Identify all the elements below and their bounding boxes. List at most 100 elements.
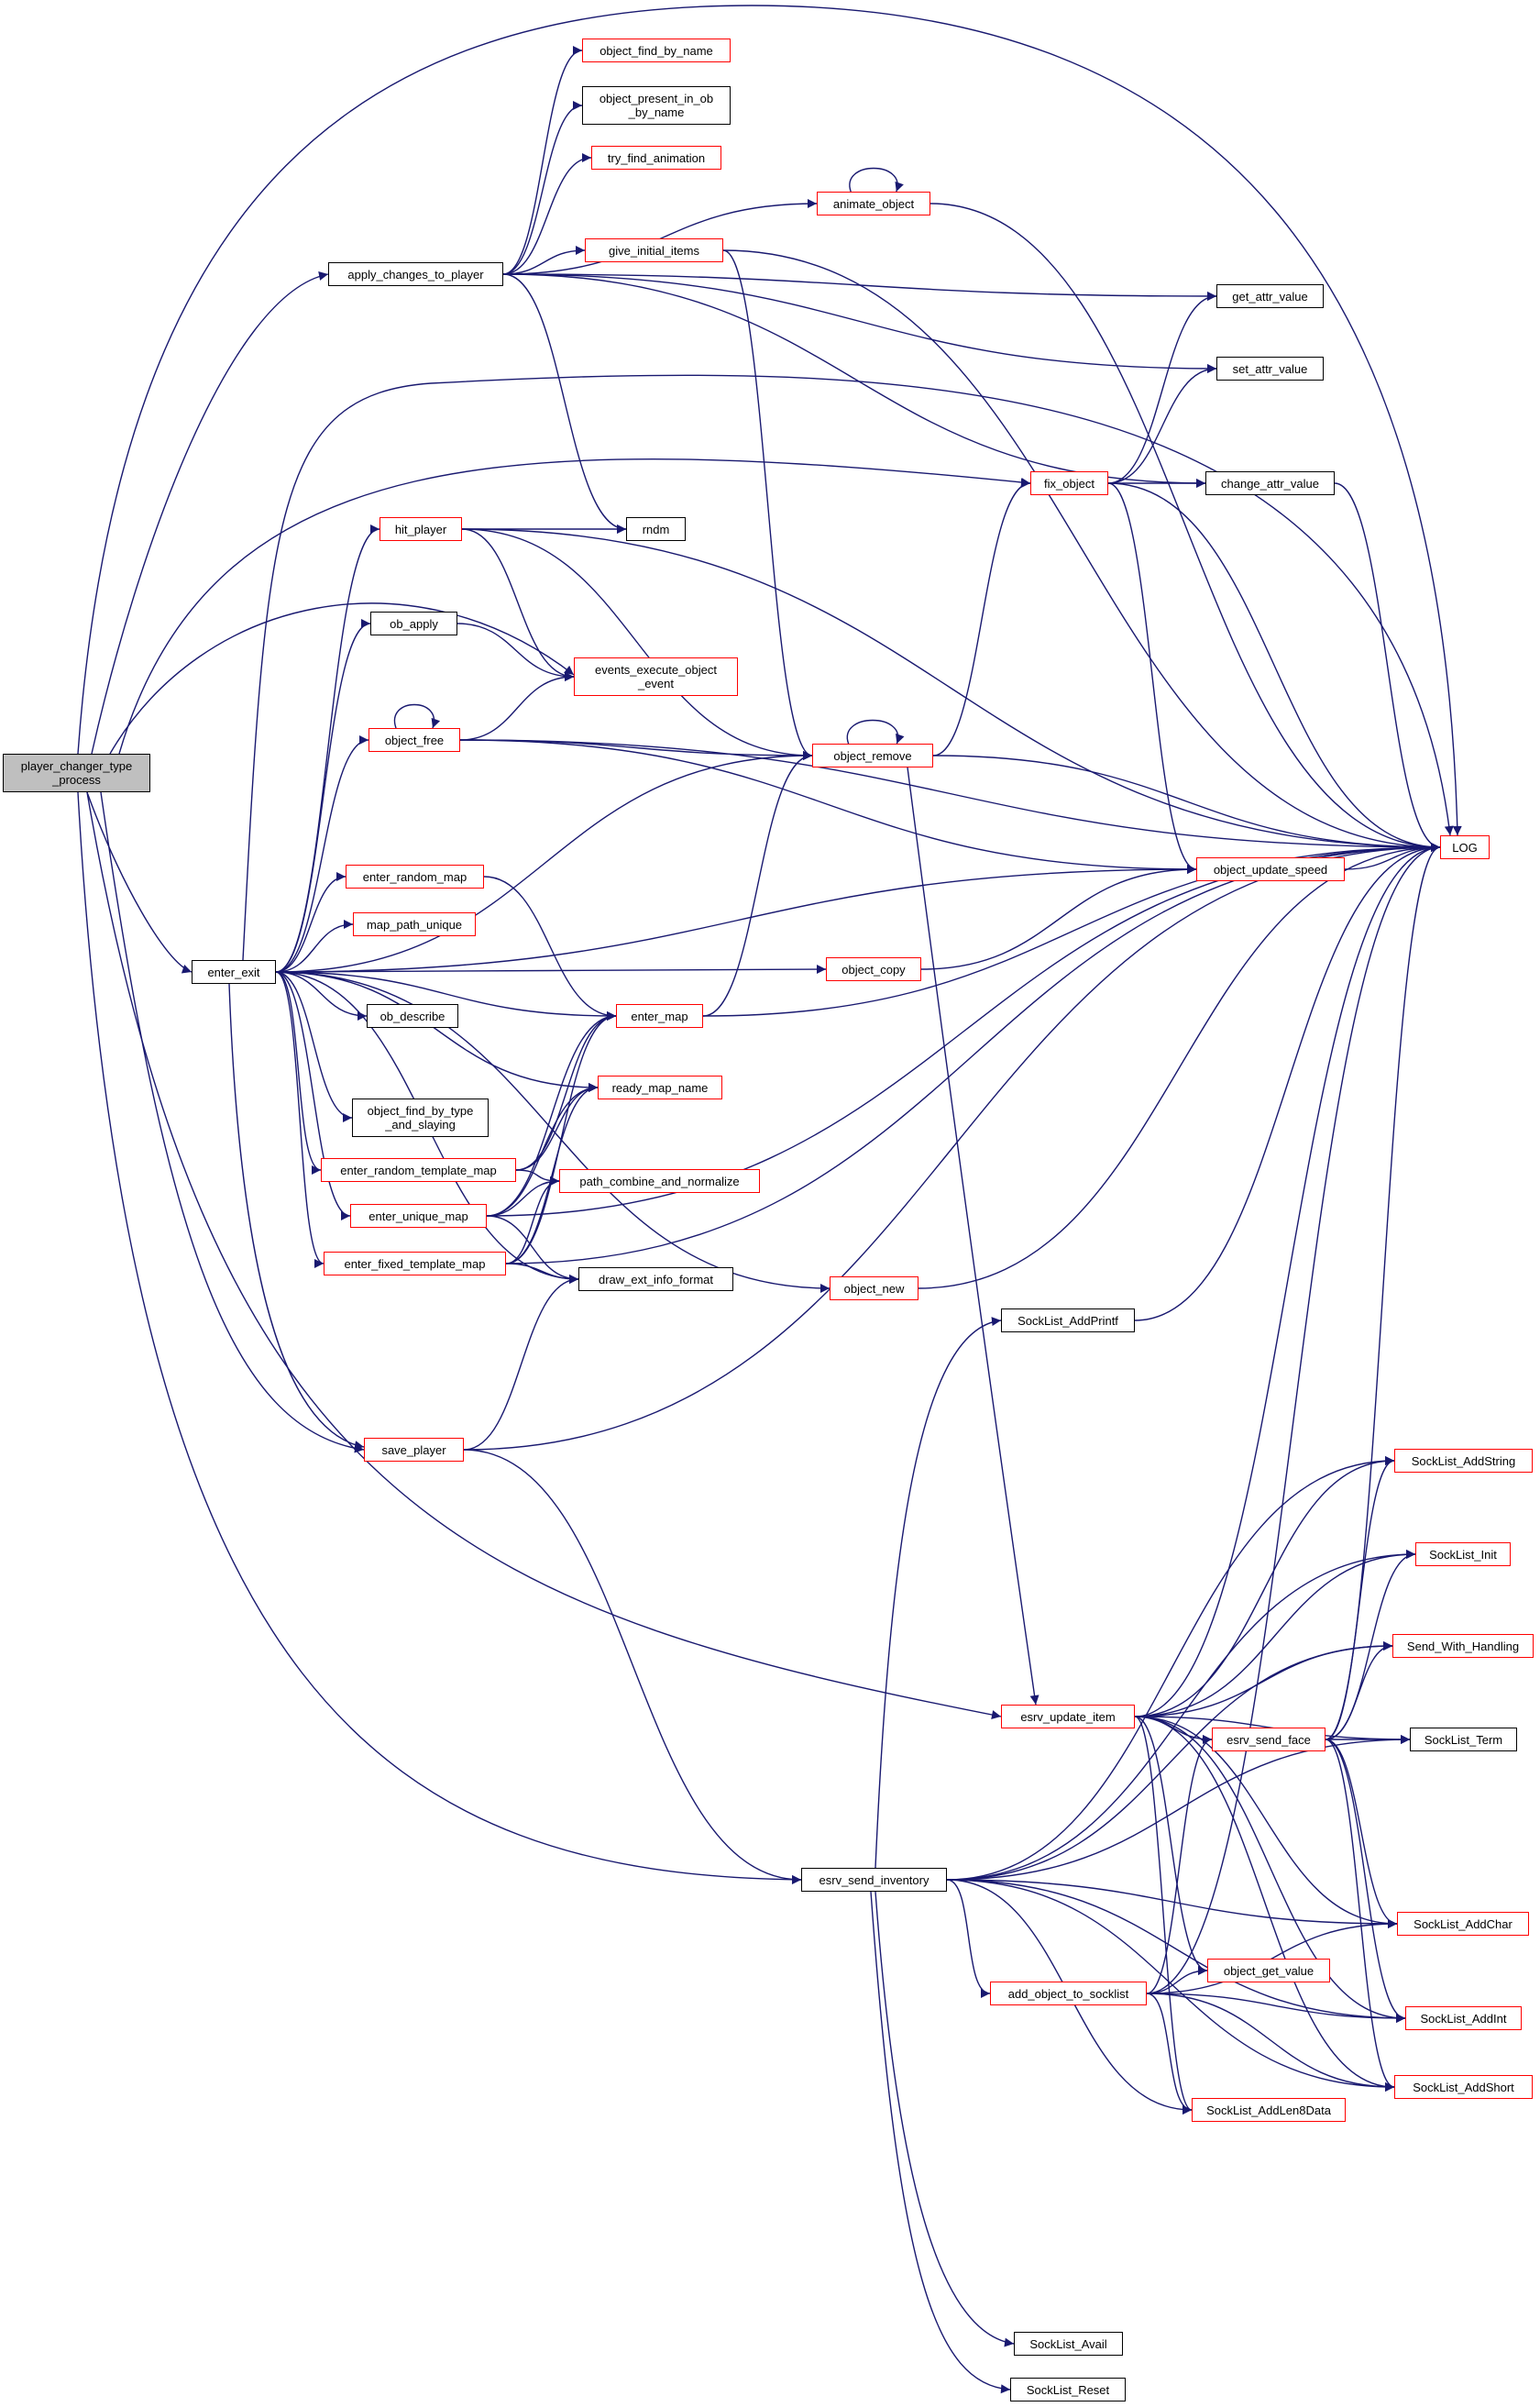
- call-edge: [907, 767, 1040, 1706]
- call-edge: [275, 965, 827, 975]
- call-edge: [505, 843, 1441, 1264]
- call-edge: [456, 623, 575, 681]
- call-edge: [1134, 843, 1441, 1717]
- node-draw-ext-info-format[interactable]: draw_ext_info_format: [578, 1267, 733, 1291]
- node-try-find-animation[interactable]: try_find_animation: [591, 146, 721, 170]
- call-edge: [1134, 1641, 1393, 1717]
- call-edge: [1146, 1993, 1395, 2092]
- call-edge: [1325, 843, 1441, 1740]
- node-esrv-send-inventory[interactable]: esrv_send_inventory: [801, 1868, 947, 1892]
- call-edge: [1325, 1641, 1393, 1740]
- node-send-with-handling[interactable]: Send_With_Handling: [1392, 1634, 1534, 1658]
- call-edge: [275, 971, 368, 1021]
- call-edge: [459, 739, 1197, 874]
- node-player-changer-type-process[interactable]: player_changer_type _process: [3, 754, 150, 792]
- node-object-update-speed[interactable]: object_update_speed: [1196, 857, 1345, 881]
- node-rndm[interactable]: rndm: [626, 517, 686, 541]
- call-edge: [1107, 482, 1441, 852]
- call-edge: [483, 876, 617, 1021]
- call-edge: [846, 719, 905, 745]
- call-edge: [870, 1891, 1011, 2394]
- node-socklist-term[interactable]: SockList_Term: [1410, 1728, 1517, 1751]
- node-object-find-by-name[interactable]: object_find_by_name: [582, 39, 731, 62]
- node-map-path-unique[interactable]: map_path_unique: [353, 912, 476, 936]
- node-object-new[interactable]: object_new: [830, 1276, 918, 1300]
- node-give-initial-items[interactable]: give_initial_items: [585, 238, 723, 262]
- node-animate-object[interactable]: animate_object: [817, 192, 930, 215]
- node-esrv-send-face[interactable]: esrv_send_face: [1212, 1728, 1326, 1751]
- node-enter-map[interactable]: enter_map: [616, 1004, 703, 1028]
- node-ob-describe[interactable]: ob_describe: [367, 1004, 458, 1028]
- node-get-attr-value[interactable]: get_attr_value: [1216, 284, 1324, 308]
- node-fix-object[interactable]: fix_object: [1030, 471, 1108, 495]
- node-socklist-reset[interactable]: SockList_Reset: [1010, 2378, 1126, 2401]
- call-edge: [459, 672, 575, 741]
- node-path-combine-and-normalize[interactable]: path_combine_and_normalize: [559, 1169, 760, 1193]
- call-edge: [1325, 1739, 1395, 2092]
- node-object-find-by-type-and-slaying[interactable]: object_find_by_type _and_slaying: [352, 1099, 489, 1137]
- call-edge: [1146, 1993, 1406, 2023]
- node-esrv-update-item[interactable]: esrv_update_item: [1001, 1705, 1135, 1728]
- call-edge: [918, 843, 1441, 1289]
- call-edge: [77, 5, 1462, 836]
- call-edge: [722, 249, 1441, 852]
- call-edge: [946, 1641, 1393, 1881]
- call-edge: [275, 971, 599, 1092]
- node-set-attr-value[interactable]: set_attr_value: [1216, 357, 1324, 381]
- call-edge: [242, 374, 1454, 961]
- node-socklist-init[interactable]: SockList_Init: [1415, 1542, 1511, 1566]
- call-edge: [1107, 482, 1197, 874]
- call-edge: [275, 735, 369, 973]
- call-edge: [275, 751, 813, 973]
- call-edge: [228, 983, 365, 1451]
- call-edge: [461, 528, 813, 760]
- node-enter-exit[interactable]: enter_exit: [192, 960, 276, 984]
- node-save-player[interactable]: save_player: [364, 1438, 464, 1462]
- node-enter-unique-map[interactable]: enter_unique_map: [350, 1204, 487, 1228]
- node-events-execute-object-event[interactable]: events_execute_object _event: [574, 657, 738, 696]
- node-object-copy[interactable]: object_copy: [826, 957, 921, 981]
- node-enter-fixed-template-map[interactable]: enter_fixed_template_map: [324, 1252, 506, 1275]
- call-edge: [461, 528, 1441, 852]
- call-edge: [275, 971, 351, 1220]
- call-edge: [109, 602, 575, 755]
- call-edge: [100, 791, 365, 1453]
- node-hit-player[interactable]: hit_player: [380, 517, 462, 541]
- node-apply-changes-to-player[interactable]: apply_changes_to_player: [328, 262, 503, 286]
- call-edge: [874, 1317, 1002, 1869]
- call-edge: [459, 739, 1441, 852]
- call-edge: [920, 865, 1197, 970]
- call-edge: [275, 971, 322, 1175]
- call-edge: [946, 1879, 1406, 2023]
- node-socklist-addstring[interactable]: SockList_AddString: [1394, 1449, 1533, 1473]
- node-socklist-avail[interactable]: SockList_Avail: [1014, 2332, 1123, 2356]
- call-edge: [502, 153, 592, 275]
- node-socklist-addlen8data[interactable]: SockList_AddLen8Data: [1192, 2098, 1346, 2122]
- call-edge: [722, 249, 813, 760]
- node-enter-random-map[interactable]: enter_random_map: [346, 865, 484, 889]
- node-log[interactable]: LOG: [1440, 835, 1490, 859]
- call-edge: [1325, 1739, 1406, 2023]
- call-edge: [932, 755, 1441, 852]
- node-socklist-addint[interactable]: SockList_AddInt: [1405, 2006, 1522, 2030]
- call-edge: [486, 1011, 617, 1217]
- node-object-free[interactable]: object_free: [368, 728, 460, 752]
- call-edge: [505, 1176, 560, 1264]
- node-object-get-value[interactable]: object_get_value: [1207, 1959, 1330, 1982]
- node-ready-map-name[interactable]: ready_map_name: [598, 1076, 722, 1099]
- node-socklist-addprintf[interactable]: SockList_AddPrintf: [1001, 1308, 1135, 1332]
- call-edge: [275, 971, 324, 1268]
- node-socklist-addchar[interactable]: SockList_AddChar: [1397, 1912, 1529, 1936]
- call-edge: [1134, 1716, 1395, 2092]
- node-object-present-in-ob-by-name[interactable]: object_present_in_ob _by_name: [582, 86, 731, 125]
- call-edge: [275, 971, 617, 1021]
- node-socklist-addshort[interactable]: SockList_AddShort: [1394, 2075, 1533, 2099]
- node-add-object-to-socklist[interactable]: add_object_to_socklist: [990, 1982, 1147, 2005]
- call-edge: [1146, 843, 1441, 1994]
- node-enter-random-template-map[interactable]: enter_random_template_map: [321, 1158, 516, 1182]
- call-edge: [946, 1879, 1398, 1928]
- node-object-remove[interactable]: object_remove: [812, 744, 933, 767]
- node-ob-apply[interactable]: ob_apply: [370, 612, 457, 635]
- node-change-attr-value[interactable]: change_attr_value: [1205, 471, 1335, 495]
